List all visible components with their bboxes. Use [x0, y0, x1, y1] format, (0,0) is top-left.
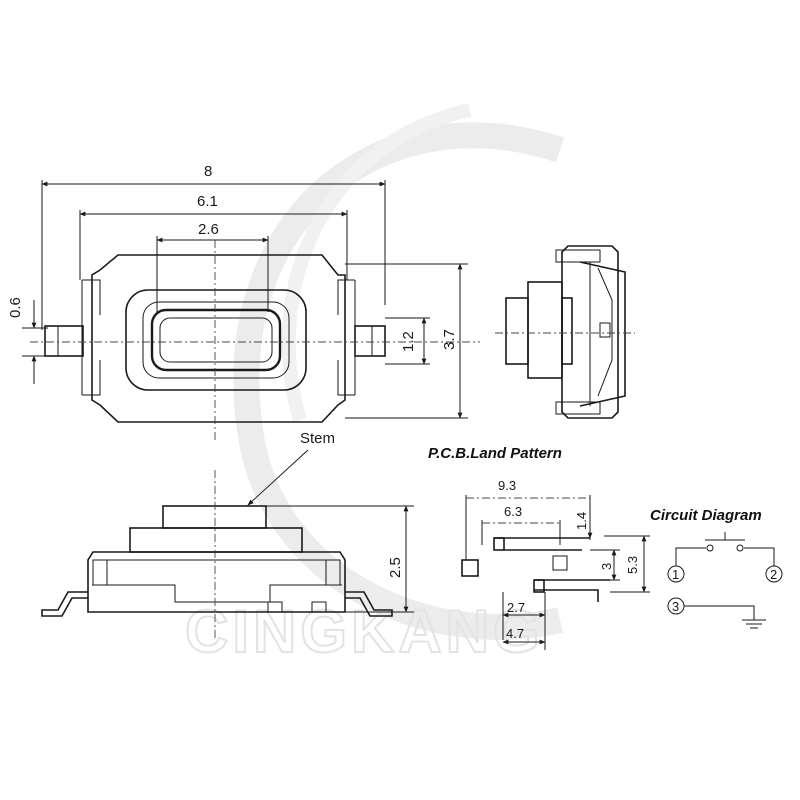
dim-pcb-b: 6.3	[504, 504, 522, 519]
pin-2-label: 2	[770, 567, 777, 582]
circuit-diagram: Circuit Diagram 1 2 3	[650, 507, 783, 629]
ground-icon	[742, 619, 766, 629]
dim-height: 3.7	[441, 329, 458, 350]
dim-pcb-c: 1.4	[574, 512, 589, 530]
watermark-text: CINGKANG	[185, 598, 544, 665]
dim-pcb-d: 3	[599, 563, 614, 570]
dim-pcb-a: 9.3	[498, 478, 516, 493]
circuit-title: Circuit Diagram	[650, 507, 762, 524]
pcb-title: P.C.B.Land Pattern	[428, 445, 562, 462]
dim-left: 0.6	[7, 297, 24, 318]
pin-3-label: 3	[672, 599, 679, 614]
watermark: CINGKANG	[184, 103, 565, 666]
pin-1-label: 1	[672, 567, 679, 582]
stem-label: Stem	[300, 430, 335, 447]
top-view: 8 6.1 2.6 0.6 1.2 3.7	[7, 163, 480, 440]
dim-overall: 8	[204, 163, 212, 180]
dim-inner: 6.1	[197, 193, 218, 210]
dim-lead: 1.2	[400, 331, 417, 352]
dim-pcb-f: 2.7	[507, 600, 525, 615]
pcb-land-pattern: P.C.B.Land Pattern 9.3 6.3 1.4 3 5.3 2.7	[428, 445, 650, 650]
front-side-view: Stem 2.5	[41, 430, 414, 640]
pin-1-marker	[667, 565, 685, 583]
right-side-view	[495, 245, 635, 419]
dim-center: 2.6	[198, 221, 219, 238]
dim-pcb-g: 4.7	[506, 626, 524, 641]
dim-side-height: 2.5	[387, 557, 404, 578]
dim-pcb-e: 5.3	[625, 556, 640, 574]
pin-2-marker	[765, 565, 783, 583]
